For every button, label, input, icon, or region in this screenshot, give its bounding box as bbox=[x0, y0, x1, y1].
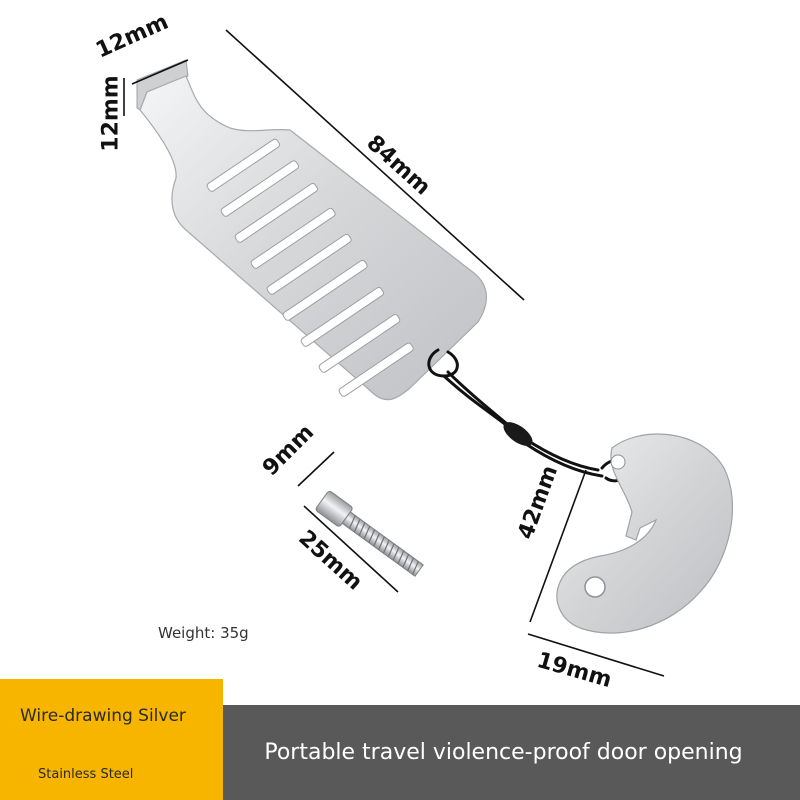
cord-lock bbox=[503, 422, 533, 446]
material-label: Stainless Steel bbox=[38, 767, 134, 782]
dim-hook-height: 12mm bbox=[98, 75, 124, 152]
banner-notch bbox=[207, 679, 223, 705]
color-banner bbox=[0, 679, 223, 800]
tagline-banner: Portable travel violence-proof door open… bbox=[207, 705, 800, 800]
lanyard-cord bbox=[427, 348, 630, 483]
weight-label: Weight: 35g bbox=[158, 624, 249, 642]
latch-plate bbox=[556, 433, 734, 634]
dimension-lines bbox=[123, 29, 665, 677]
color-name: Wire-drawing Silver bbox=[20, 706, 186, 726]
tagline: Portable travel violence-proof door open… bbox=[264, 740, 743, 765]
door-plate bbox=[136, 59, 487, 401]
screw bbox=[315, 490, 424, 577]
